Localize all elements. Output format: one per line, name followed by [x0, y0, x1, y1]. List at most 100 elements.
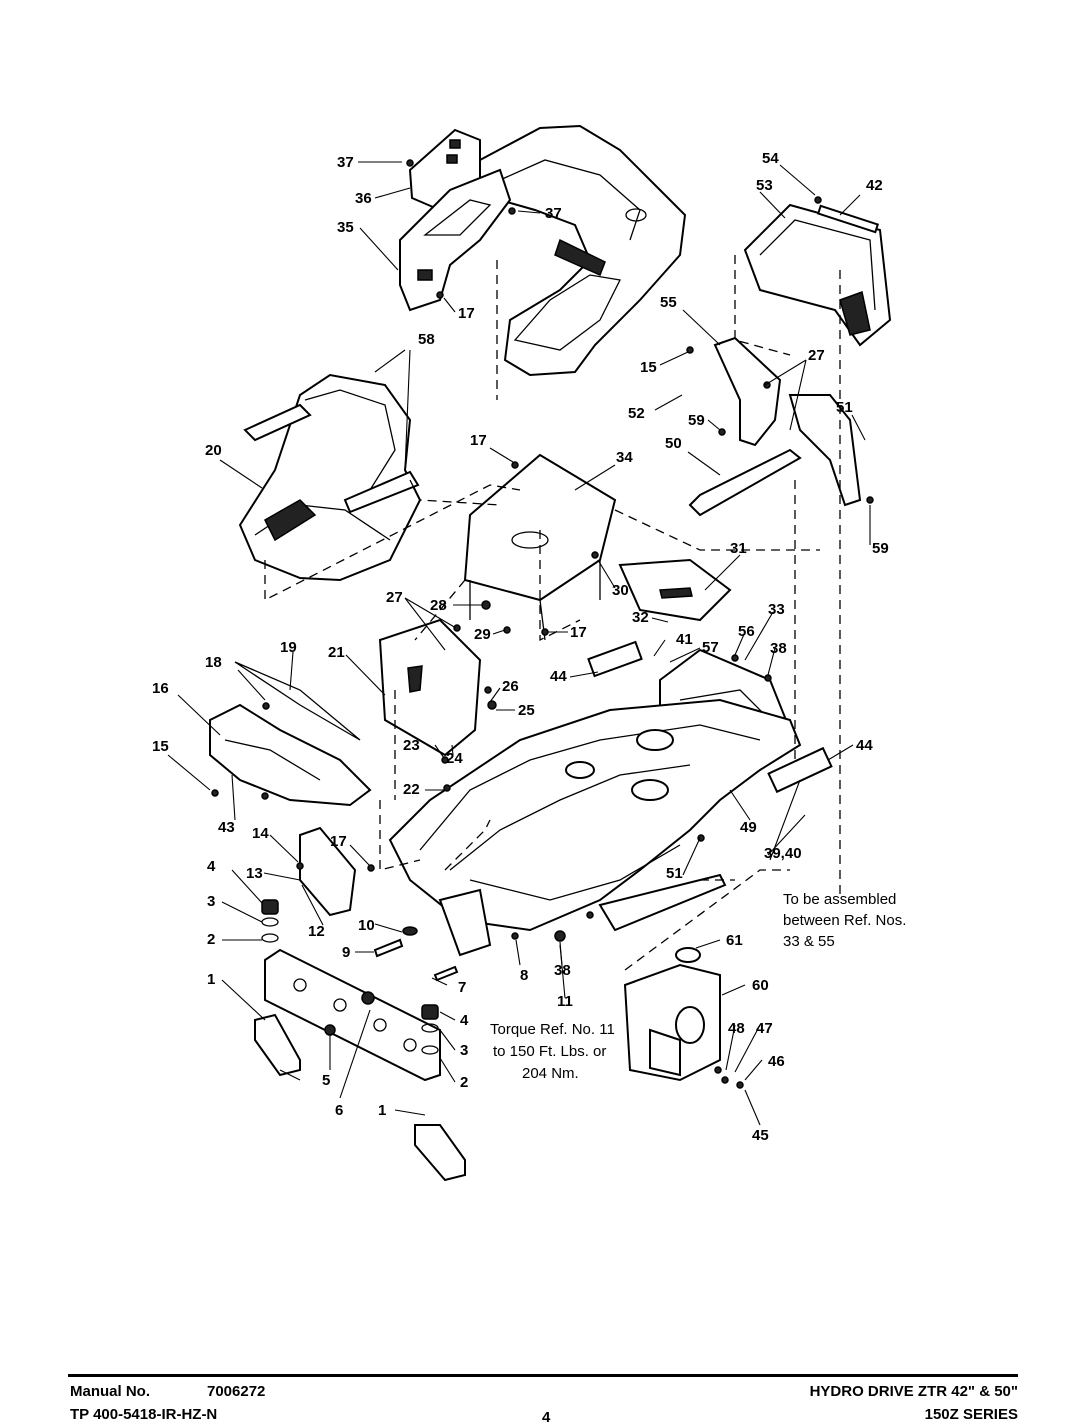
callout-17: 17	[470, 432, 487, 449]
strip-19	[234, 661, 361, 741]
callout-24: 24	[446, 750, 463, 767]
callout-51: 51	[666, 865, 683, 882]
note-line: 204 Nm.	[522, 1065, 579, 1082]
bolt-7	[433, 965, 459, 982]
manual-label: Manual No.	[70, 1383, 151, 1400]
callout-37: 37	[337, 154, 354, 171]
callout-13: 13	[246, 865, 263, 882]
callout-34: 34	[616, 449, 633, 466]
callout-2: 2	[460, 1074, 468, 1091]
plate-44b	[767, 746, 833, 794]
callout-42: 42	[866, 177, 883, 194]
callout-21: 21	[328, 644, 345, 661]
callout-11: 11	[557, 993, 573, 1010]
callout-58: 58	[418, 331, 435, 348]
callout-6: 6	[335, 1102, 343, 1119]
callout-44: 44	[856, 737, 873, 754]
callout-3: 3	[460, 1042, 468, 1059]
callout-52: 52	[628, 405, 645, 422]
series-label: 150Z SERIES	[924, 1406, 1018, 1423]
callout-1: 1	[378, 1102, 386, 1119]
front-axle	[264, 948, 441, 1082]
callout-46: 46	[768, 1053, 785, 1070]
callout-5: 5	[322, 1072, 330, 1089]
callout-31: 31	[730, 540, 747, 557]
callout-36: 36	[355, 190, 372, 207]
callout-53: 53	[756, 177, 773, 194]
callout-3: 3	[207, 893, 215, 910]
callout-7: 7	[458, 979, 466, 996]
callout-49: 49	[740, 819, 757, 836]
callout-47: 47	[756, 1020, 773, 1037]
callout-48: 48	[728, 1020, 745, 1037]
callout-44: 44	[550, 668, 567, 685]
callout-25: 25	[518, 702, 535, 719]
rear-bracket	[743, 203, 892, 347]
page-number: 4	[542, 1409, 551, 1426]
callout-9: 9	[342, 944, 350, 961]
callout-30: 30	[612, 582, 629, 599]
callout-50: 50	[665, 435, 682, 452]
callout-18: 18	[205, 654, 222, 671]
fuel-tank	[623, 947, 721, 1082]
callout-59: 59	[688, 412, 705, 429]
callout-16: 16	[152, 680, 169, 697]
spindle-right	[414, 1124, 466, 1182]
exploded-parts-diagram: 37 37 36 35 17 54 53 42 55 27 15 52 59 5…	[152, 124, 906, 1182]
note-line: between Ref. Nos.	[783, 912, 906, 929]
callout-17: 17	[458, 305, 475, 322]
callout-35: 35	[337, 219, 354, 236]
battery-cover	[618, 558, 732, 622]
callout-55: 55	[660, 294, 677, 311]
callout-12: 12	[308, 923, 325, 940]
washer-10	[402, 926, 418, 936]
torque-note: Torque Ref. No. 11 to 150 Ft. Lbs. or 20…	[490, 1021, 615, 1082]
callout-4: 4	[460, 1012, 469, 1029]
callout-60: 60	[752, 977, 769, 994]
note-line: 33 & 55	[783, 933, 835, 950]
callout-20: 20	[205, 442, 222, 459]
callout-29: 29	[474, 626, 491, 643]
callout-41: 41	[676, 631, 693, 648]
bushing-stack-right	[421, 1004, 439, 1055]
callout-2: 2	[207, 931, 215, 948]
bushing-stack-left	[261, 899, 279, 943]
side-guard	[209, 703, 372, 807]
callout-38: 38	[770, 640, 787, 657]
callout-27: 27	[386, 589, 403, 606]
callout-4: 4	[207, 858, 216, 875]
fastener-dots	[211, 159, 874, 1089]
callout-33: 33	[768, 601, 785, 618]
callout-38: 38	[554, 962, 571, 979]
callout-32: 32	[632, 609, 649, 626]
callout-54: 54	[762, 150, 779, 167]
footer-rule	[68, 1374, 1018, 1377]
callout-59: 59	[872, 540, 889, 557]
callout-37: 37	[545, 205, 562, 222]
panel-21	[378, 618, 482, 757]
callout-8: 8	[520, 967, 528, 984]
bracket-12	[299, 826, 357, 917]
callout-26: 26	[502, 678, 519, 695]
callout-56: 56	[738, 623, 755, 640]
callout-10: 10	[358, 917, 375, 934]
plate-44a	[587, 640, 643, 678]
callout-1: 1	[207, 971, 215, 988]
tp-number: TP 400-5418-IR-HZ-N	[70, 1406, 218, 1423]
callout-15: 15	[640, 359, 657, 376]
spindle-left	[254, 1013, 301, 1077]
leader-lines	[167, 161, 871, 1126]
callout-39-40: 39,40	[764, 845, 802, 862]
main-frame	[388, 698, 802, 932]
callout-43: 43	[218, 819, 235, 836]
control-panel	[399, 128, 512, 312]
callout-22: 22	[403, 781, 420, 798]
note-line: to 150 Ft. Lbs. or	[493, 1043, 606, 1060]
shield-51	[598, 873, 727, 932]
manual-number: 7006272	[207, 1383, 266, 1400]
seat	[238, 373, 422, 582]
callout-17: 17	[330, 833, 347, 850]
callout-15: 15	[152, 738, 169, 755]
callout-51: 51	[836, 399, 853, 416]
product-title: HYDRO DRIVE ZTR 42" & 50"	[809, 1383, 1018, 1400]
